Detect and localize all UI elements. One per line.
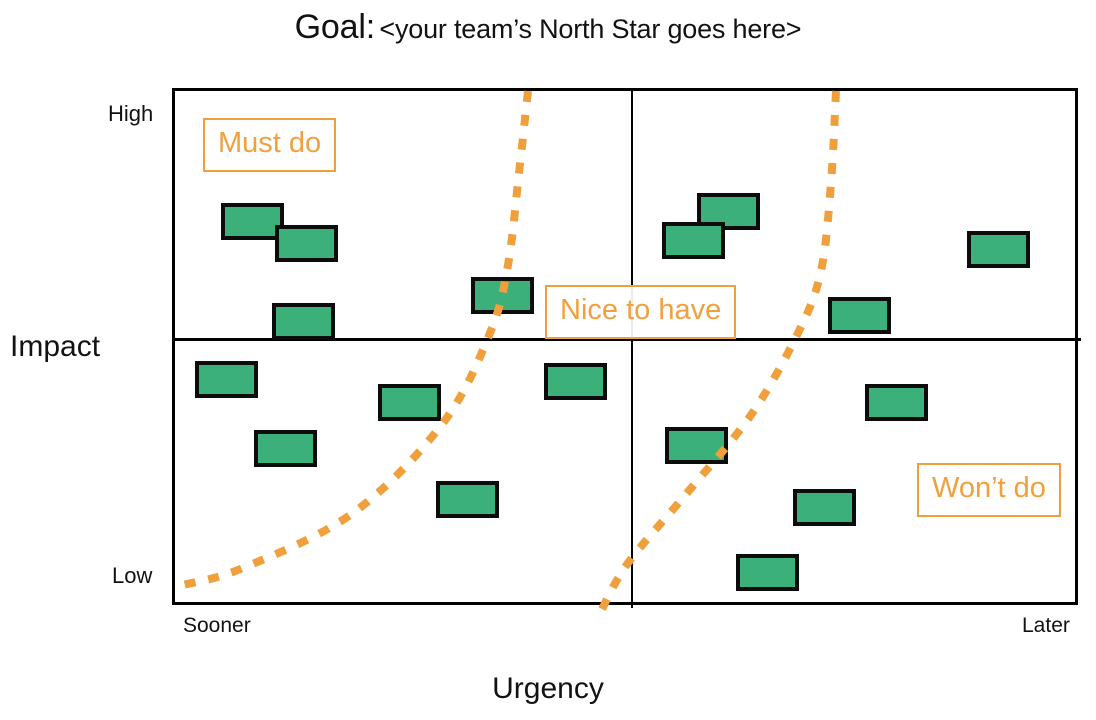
sticky-note[interactable]	[272, 303, 335, 340]
y-axis-tick-low: Low	[112, 563, 153, 588]
quadrant-label-must-do: Must do	[203, 118, 337, 172]
y-axis-tick-high: High	[108, 101, 154, 126]
quadrant-label-wont-do: Won’t do	[917, 463, 1061, 517]
sticky-note[interactable]	[865, 384, 928, 421]
sticky-note[interactable]	[828, 297, 891, 334]
title-goal-placeholder: <your team’s North Star goes here>	[379, 14, 802, 44]
sticky-note[interactable]	[544, 363, 607, 400]
sticky-note[interactable]	[471, 277, 534, 314]
sticky-note[interactable]	[793, 489, 856, 526]
sticky-note[interactable]	[662, 222, 725, 259]
boundary-curve-2-dashed-line	[597, 90, 840, 613]
sticky-note[interactable]	[275, 225, 338, 262]
sticky-note[interactable]	[436, 481, 499, 518]
sticky-note[interactable]	[736, 554, 799, 591]
quadrant-label-nice-to-have: Nice to have	[545, 285, 737, 339]
x-axis-tick-later: Later	[1022, 614, 1070, 637]
page-title: Goal: <your team’s North Star goes here>	[0, 8, 1096, 47]
sticky-note[interactable]	[195, 361, 258, 398]
x-axis-tick-sooner: Sooner	[183, 614, 251, 637]
prioritization-matrix-plot: Must do Nice to have Won’t do	[172, 88, 1081, 613]
title-goal-prefix: Goal:	[294, 8, 375, 46]
sticky-note[interactable]	[967, 231, 1030, 268]
sticky-note[interactable]	[665, 427, 728, 464]
sticky-note[interactable]	[254, 430, 317, 467]
y-axis-label: Impact	[10, 330, 101, 363]
quadrant-divider-vertical	[631, 91, 633, 608]
sticky-note[interactable]	[378, 384, 441, 421]
x-axis-label: Urgency	[492, 672, 604, 705]
